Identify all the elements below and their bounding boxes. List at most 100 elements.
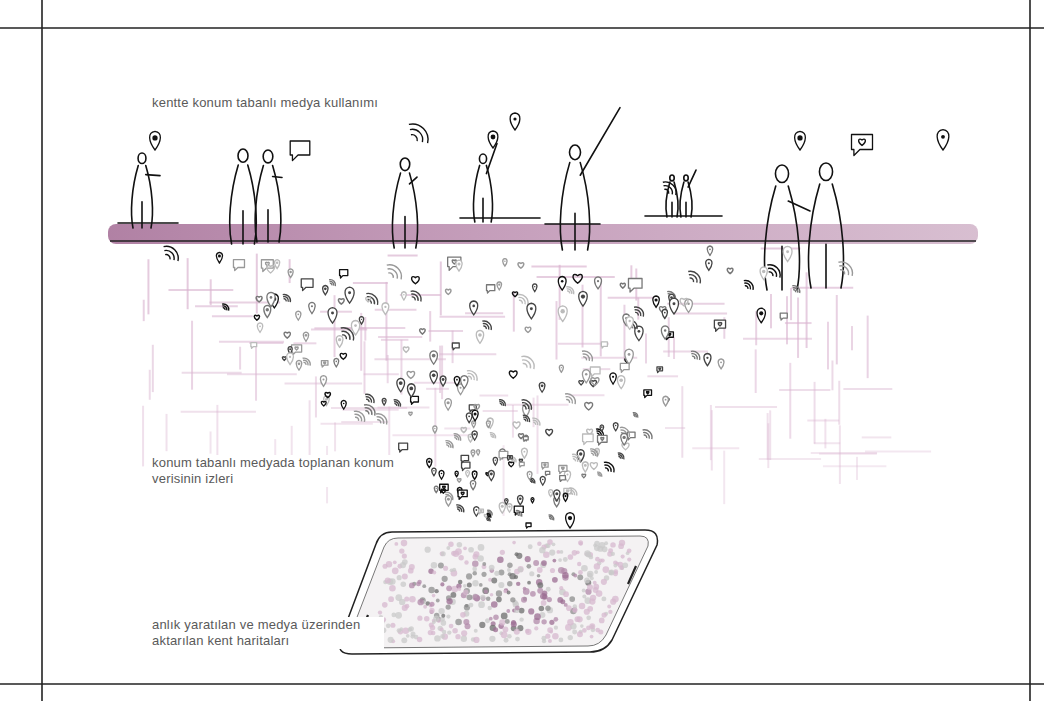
person-body (230, 165, 257, 244)
map-dot (584, 550, 590, 556)
heart-symbol (718, 323, 722, 326)
annotation-label: anlık yaratılan ve medya üzerinden aktar… (150, 617, 384, 649)
map-dot (446, 546, 450, 550)
speech-bubble (714, 320, 725, 331)
map-dot (463, 619, 469, 625)
heart-symbol (461, 492, 464, 495)
signal-arcs (411, 294, 418, 301)
pin-dot (585, 373, 587, 375)
heart-symbol (256, 296, 262, 302)
grid-stroke (428, 330, 463, 332)
person-body (392, 173, 417, 248)
pin-dot (442, 378, 445, 381)
grid-stroke (862, 436, 892, 438)
pin-dot (759, 311, 763, 315)
speech-bubble (508, 456, 513, 461)
location-pin (718, 359, 724, 369)
location-pin (563, 493, 568, 501)
grid-stroke (143, 300, 145, 321)
person-arm (688, 170, 696, 187)
pin-dot (270, 296, 273, 299)
heart-symbol (601, 438, 604, 441)
location-pin (288, 269, 293, 278)
map-dot (537, 574, 541, 578)
heart-symbol (585, 403, 593, 410)
map-dot (499, 570, 505, 576)
signal-arcs (522, 403, 529, 410)
map-dot (434, 635, 440, 641)
location-pin (303, 332, 308, 341)
map-dot (450, 592, 456, 598)
map-dot (621, 554, 625, 558)
map-dot (619, 540, 625, 546)
map-dot (474, 629, 478, 633)
location-pin (407, 384, 415, 397)
map-dot (455, 634, 460, 639)
pin-dot (566, 474, 568, 476)
signal-arcs (341, 328, 354, 341)
map-dot (436, 599, 440, 603)
signal-arcs (490, 433, 496, 439)
pin-dot (276, 262, 279, 265)
map-dot (468, 603, 473, 608)
grid-stroke (791, 287, 853, 289)
grid-stroke (195, 305, 238, 307)
map-dot (400, 562, 406, 568)
location-pin (582, 370, 590, 383)
heart-symbol (646, 392, 648, 394)
signal-arcs (222, 306, 226, 310)
location-pin (653, 296, 659, 307)
location-pin (470, 301, 478, 315)
grid-stroke (755, 349, 757, 393)
map-dot (582, 594, 586, 598)
map-dot (404, 596, 409, 601)
pin-dot (324, 287, 327, 290)
map-dot (609, 570, 614, 575)
pin-dot (478, 451, 479, 452)
map-dot (417, 637, 422, 642)
pin-dot (597, 280, 599, 282)
grid-stroke (439, 353, 496, 355)
location-pin (527, 471, 532, 479)
pin-dot (673, 302, 676, 305)
map-dot (530, 591, 536, 597)
signal-arcs (519, 300, 522, 303)
map-dot (594, 563, 600, 569)
location-pin (582, 462, 588, 472)
location-pin (595, 277, 602, 289)
grid-stroke (755, 311, 757, 345)
pin-dot (361, 319, 362, 320)
location-pin (433, 426, 437, 433)
pin-dot (348, 291, 351, 294)
ground-band (108, 224, 978, 244)
location-pin (472, 431, 477, 440)
pin-dot (434, 428, 435, 429)
grid-stroke (831, 360, 833, 390)
location-pin (610, 373, 616, 384)
signal-arcs (511, 460, 513, 462)
map-dot (540, 593, 547, 600)
pin-dot (457, 263, 460, 266)
speech-bubble (251, 343, 257, 349)
location-pin (287, 353, 294, 365)
grid-stroke (334, 295, 336, 357)
signal-arcs (377, 417, 384, 424)
grid-stroke (856, 457, 858, 480)
map-dot (503, 590, 507, 594)
grid-stroke (147, 259, 149, 314)
signal-arcs (572, 457, 577, 462)
location-pin (503, 259, 507, 267)
map-dot (604, 541, 608, 545)
location-pin (531, 498, 534, 503)
signal-arcs (744, 280, 753, 289)
signal-arcs (549, 517, 552, 520)
map-dot (560, 599, 565, 604)
location-pin (472, 421, 476, 428)
location-pin (704, 354, 711, 366)
map-dot (440, 582, 444, 586)
map-dot (509, 573, 515, 579)
pin-dot (338, 338, 341, 341)
pin-dot (941, 135, 945, 139)
map-dot (549, 620, 554, 625)
map-dot (388, 596, 394, 602)
